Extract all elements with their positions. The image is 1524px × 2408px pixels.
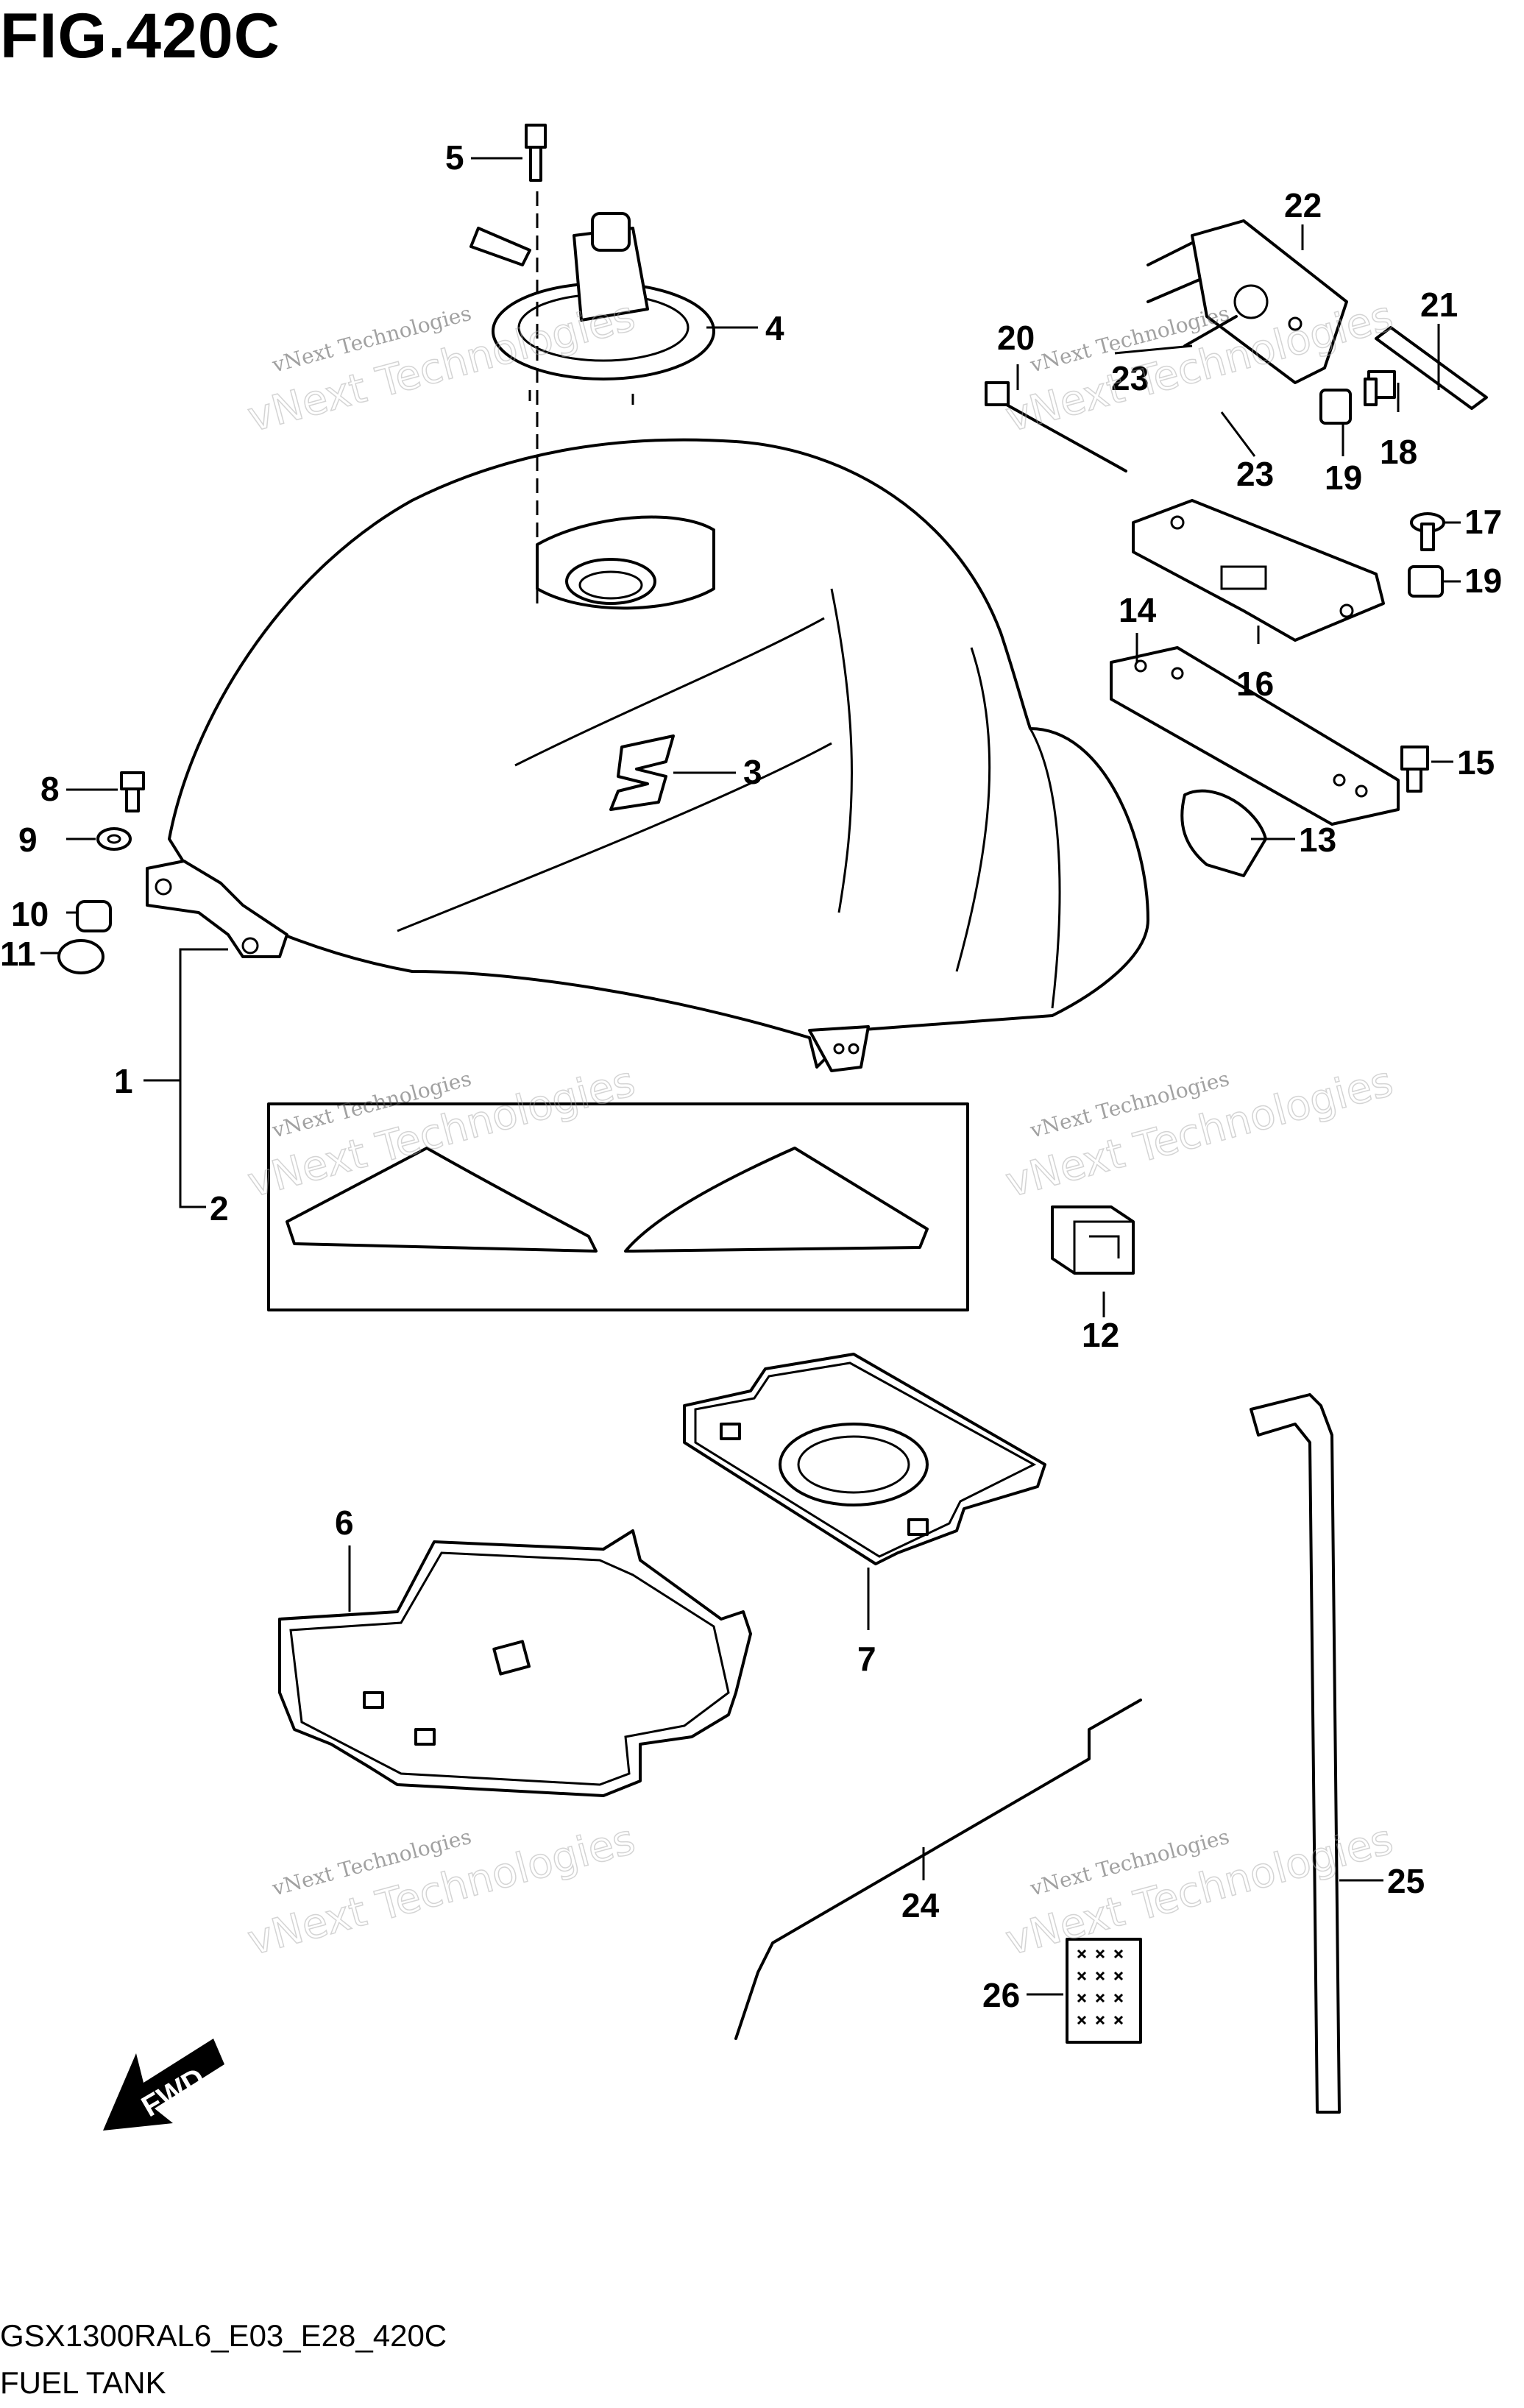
bolt-part-20 xyxy=(985,381,1127,472)
callout-21: 21 xyxy=(1420,286,1458,324)
callout-12: 12 xyxy=(1082,1316,1119,1354)
hose-part-25 xyxy=(1250,1393,1341,2114)
callout-numbers: 5 4 3 8 9 10 11 1 2 12 13 14 15 16 17 19… xyxy=(0,138,1502,2014)
callout-24: 24 xyxy=(901,1886,940,1924)
side-cover-part-2 xyxy=(267,1102,969,1311)
watermark-4: vNext Technologies vNext Technologies xyxy=(1000,1057,1398,1207)
diagram-code: GSX1300RAL6_E03_E28_420C xyxy=(0,2318,447,2353)
cushion-part-10 xyxy=(76,900,112,932)
fuel-cap-part-4 xyxy=(469,191,715,611)
bracket-part-14 xyxy=(1110,646,1400,826)
watermark-5: vNext Technologies vNext Technologies xyxy=(242,1815,640,1965)
callout-6: 6 xyxy=(335,1504,354,1542)
callout-2: 2 xyxy=(210,1189,229,1228)
emblem-part-3 xyxy=(609,734,675,811)
leader-lines xyxy=(40,157,1461,1996)
callout-7: 7 xyxy=(857,1640,876,1678)
callout-19b: 19 xyxy=(1464,562,1502,600)
callout-18: 18 xyxy=(1380,433,1417,471)
callout-19: 19 xyxy=(1325,458,1362,497)
callout-16: 16 xyxy=(1236,665,1274,703)
washer-part-9 xyxy=(96,827,132,851)
callout-22: 22 xyxy=(1284,186,1322,224)
bolt-part-17 xyxy=(1410,512,1445,551)
heat-shield-part-6 xyxy=(278,1529,752,1797)
callout-11: 11 xyxy=(0,935,36,973)
bolt-part-8 xyxy=(120,771,145,812)
callout-15: 15 xyxy=(1457,743,1495,782)
rod-part-24 xyxy=(734,1699,1142,2040)
collar-part-11 xyxy=(57,939,104,974)
callout-13: 13 xyxy=(1299,821,1336,859)
callout-4: 4 xyxy=(765,309,784,347)
callout-26: 26 xyxy=(982,1976,1020,2014)
bolt-part-5 xyxy=(525,124,547,182)
callout-23: 23 xyxy=(1236,455,1274,493)
callout-17: 17 xyxy=(1464,503,1502,541)
hinge-bracket-part-22 xyxy=(1146,219,1348,384)
figure-title: FIG.420C xyxy=(0,1,280,71)
callout-25: 25 xyxy=(1387,1862,1425,1900)
fwd-arrow: FWD xyxy=(103,2039,224,2131)
callout-23b: 23 xyxy=(1111,359,1149,397)
callout-20: 20 xyxy=(997,319,1035,357)
callout-8: 8 xyxy=(40,770,60,808)
callout-14: 14 xyxy=(1119,591,1157,629)
sheet-part-26 xyxy=(1066,1938,1142,2044)
plate-part-7 xyxy=(683,1353,1046,1565)
diagram-name: FUEL TANK xyxy=(0,2365,166,2400)
bracket-part-16 xyxy=(1132,499,1385,642)
callout-9: 9 xyxy=(18,821,38,859)
nut-part-19b xyxy=(1408,565,1444,598)
callout-10: 10 xyxy=(11,895,49,933)
bolt-part-18 xyxy=(1364,370,1396,406)
callout-5: 5 xyxy=(445,138,464,177)
bolt-part-15 xyxy=(1400,746,1429,793)
fuel-tank-body xyxy=(146,438,1149,1072)
pin-part-21 xyxy=(1375,326,1488,410)
damper-part-13 xyxy=(1180,789,1267,877)
cushion-part-12 xyxy=(1051,1205,1135,1275)
callout-1: 1 xyxy=(114,1062,133,1100)
callout-3: 3 xyxy=(743,753,762,791)
nut-part-19 xyxy=(1319,389,1352,425)
